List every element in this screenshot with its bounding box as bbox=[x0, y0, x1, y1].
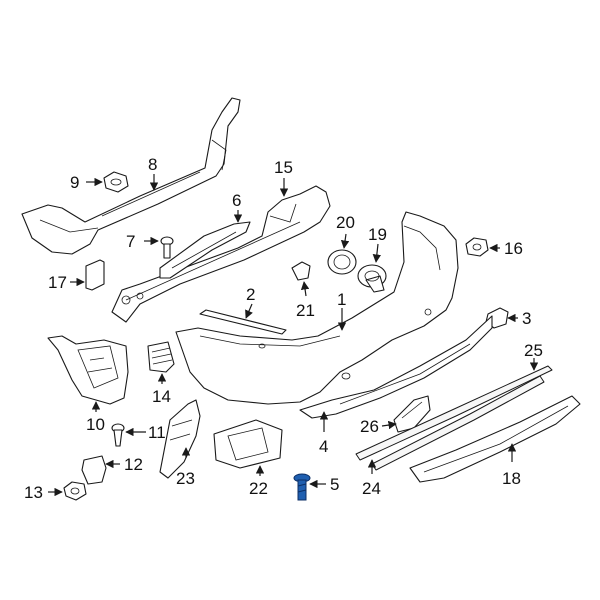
svg-text:21: 21 bbox=[296, 301, 315, 320]
svg-text:10: 10 bbox=[86, 415, 105, 434]
part-25-molding-strip[interactable] bbox=[355, 365, 553, 461]
part-6-bracket[interactable] bbox=[159, 221, 251, 279]
part-16-nut[interactable] bbox=[465, 237, 489, 257]
callout-14: 14 bbox=[152, 373, 171, 406]
svg-text:3: 3 bbox=[522, 309, 531, 328]
svg-text:24: 24 bbox=[362, 479, 381, 498]
callout-11: 11 bbox=[125, 423, 166, 442]
svg-text:22: 22 bbox=[249, 479, 268, 498]
callout-19: 19 bbox=[368, 225, 387, 263]
callout-5: 5 bbox=[309, 475, 339, 494]
callout-18: 18 bbox=[502, 443, 521, 488]
svg-text:7: 7 bbox=[126, 232, 135, 251]
svg-text:18: 18 bbox=[502, 469, 521, 488]
callout-3: 3 bbox=[507, 309, 531, 328]
svg-text:6: 6 bbox=[232, 191, 241, 210]
part-20-sensor-holder[interactable] bbox=[327, 249, 357, 275]
callout-20: 20 bbox=[336, 213, 355, 249]
svg-text:14: 14 bbox=[152, 387, 171, 406]
part-5-bolt-highlighted[interactable] bbox=[293, 473, 311, 501]
callout-1: 1 bbox=[337, 290, 346, 331]
callout-9: 9 bbox=[70, 173, 103, 192]
svg-text:17: 17 bbox=[48, 273, 67, 292]
callout-23: 23 bbox=[176, 447, 195, 488]
svg-text:15: 15 bbox=[274, 158, 293, 177]
svg-text:23: 23 bbox=[176, 469, 195, 488]
part-1-bumper-cover[interactable] bbox=[175, 211, 459, 405]
part-8-energy-absorber[interactable] bbox=[21, 97, 241, 255]
part-7-bolt[interactable] bbox=[160, 236, 174, 259]
svg-text:20: 20 bbox=[336, 213, 355, 232]
callout-26: 26 bbox=[360, 417, 397, 436]
part-13-nut[interactable] bbox=[63, 481, 87, 501]
part-17-pad[interactable] bbox=[85, 259, 105, 291]
callout-6: 6 bbox=[232, 191, 243, 223]
part-14-grille[interactable] bbox=[147, 341, 175, 373]
svg-text:19: 19 bbox=[368, 225, 387, 244]
svg-text:9: 9 bbox=[70, 173, 79, 192]
callout-8: 8 bbox=[148, 155, 159, 191]
svg-text:12: 12 bbox=[124, 455, 143, 474]
part-24-molding-strip[interactable] bbox=[371, 375, 545, 471]
part-26-bracket[interactable] bbox=[393, 395, 431, 433]
callout-16: 16 bbox=[489, 239, 523, 258]
callout-17: 17 bbox=[48, 273, 85, 292]
svg-text:5: 5 bbox=[330, 475, 339, 494]
callout-21: 21 bbox=[296, 281, 315, 320]
part-12-clip[interactable] bbox=[81, 455, 107, 485]
callout-10: 10 bbox=[86, 401, 105, 434]
part-10-side-bracket[interactable] bbox=[47, 335, 129, 405]
svg-text:4: 4 bbox=[319, 437, 328, 456]
svg-text:25: 25 bbox=[524, 341, 543, 360]
svg-text:13: 13 bbox=[24, 483, 43, 502]
callout-2: 2 bbox=[245, 285, 255, 319]
part-18-reflector-panel[interactable] bbox=[409, 395, 581, 483]
svg-text:16: 16 bbox=[504, 239, 523, 258]
callout-4: 4 bbox=[319, 411, 328, 456]
svg-text:11: 11 bbox=[148, 423, 166, 442]
part-2-trim-strip[interactable] bbox=[199, 309, 287, 335]
svg-text:1: 1 bbox=[337, 290, 346, 309]
callout-13: 13 bbox=[24, 483, 63, 502]
svg-text:8: 8 bbox=[148, 155, 157, 174]
callout-12: 12 bbox=[105, 455, 143, 474]
part-11-fastener[interactable] bbox=[111, 423, 125, 447]
callout-24: 24 bbox=[362, 459, 381, 498]
svg-text:2: 2 bbox=[246, 285, 255, 304]
part-19-parking-sensor[interactable] bbox=[357, 264, 387, 293]
callout-15: 15 bbox=[274, 158, 293, 197]
part-9-nut[interactable] bbox=[103, 171, 129, 193]
part-4-diffuser[interactable] bbox=[299, 315, 493, 419]
part-21-clip[interactable] bbox=[291, 261, 311, 281]
part-23-bracket[interactable] bbox=[159, 399, 201, 479]
svg-text:26: 26 bbox=[360, 417, 379, 436]
callout-7: 7 bbox=[126, 232, 159, 251]
callout-25: 25 bbox=[524, 341, 543, 371]
callout-22: 22 bbox=[249, 465, 268, 498]
part-22-module[interactable] bbox=[213, 419, 283, 469]
